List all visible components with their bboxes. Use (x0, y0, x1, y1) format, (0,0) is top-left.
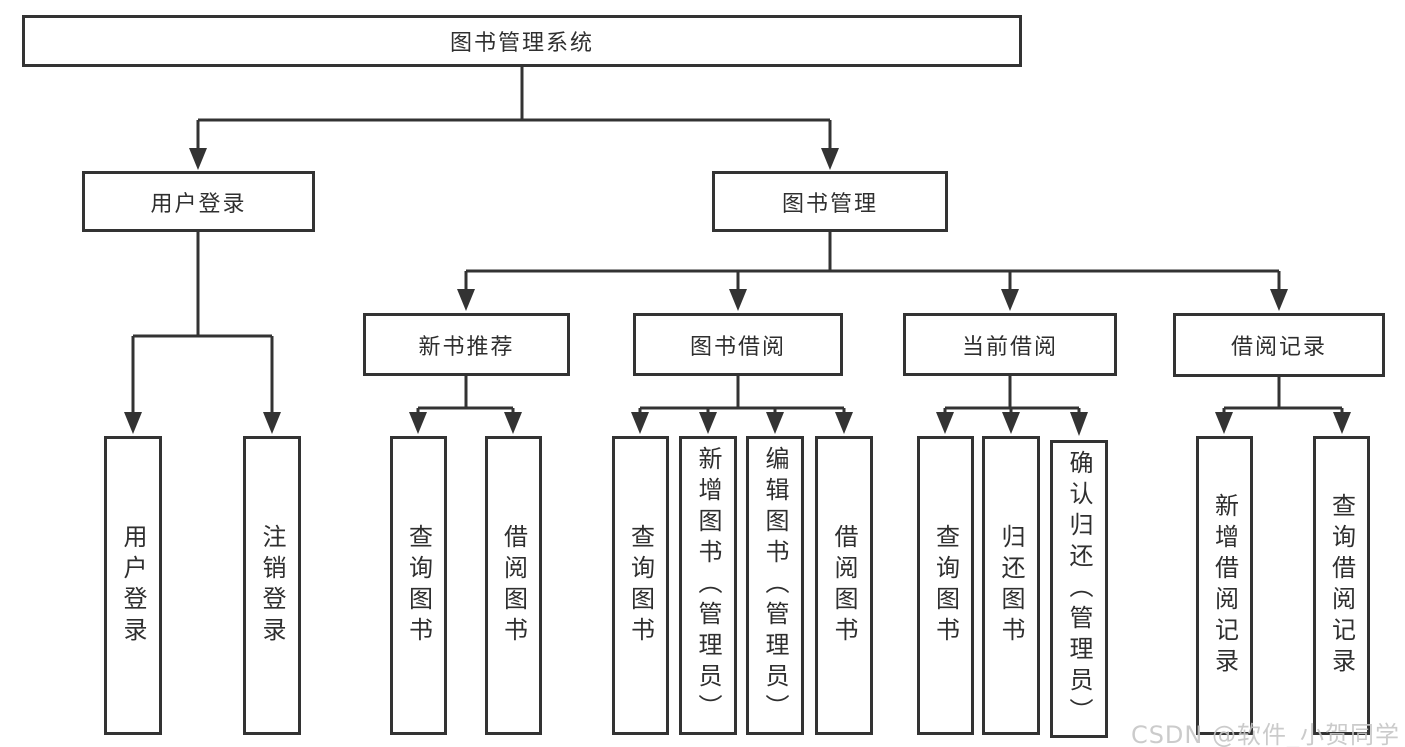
leaf-return-books: 归还图书 (982, 436, 1040, 735)
leaf-borrow-books-recommend: 借阅图书 (485, 436, 542, 735)
connector-book-management-to-level3 (457, 232, 1288, 311)
node-book-borrowing: 图书借阅 (633, 313, 843, 376)
leaf-add-books-admin: 新增图书（管理员） (679, 436, 737, 735)
leaf-query-books-current: 查询图书 (917, 436, 974, 735)
connector-new-book-to-leaves (409, 376, 522, 434)
leaf-confirm-return-admin: 确认归还（管理员） (1050, 440, 1108, 738)
leaf-add-borrow-record: 新增借阅记录 (1196, 436, 1253, 735)
connector-current-borrow-to-leaves (936, 376, 1088, 436)
node-root-system: 图书管理系统 (22, 15, 1022, 67)
node-borrowing-records: 借阅记录 (1173, 313, 1385, 377)
leaf-borrow-books-borrowing: 借阅图书 (815, 436, 873, 735)
leaf-query-books-recommend: 查询图书 (390, 436, 447, 735)
leaf-query-books-borrowing: 查询图书 (612, 436, 669, 735)
leaf-user-login: 用户登录 (104, 436, 162, 735)
node-new-book-recommendation: 新书推荐 (363, 313, 570, 376)
node-book-management: 图书管理 (712, 171, 948, 232)
connector-user-login-to-leaves (124, 232, 281, 434)
connector-book-borrow-to-leaves (631, 376, 853, 434)
leaf-query-borrow-record: 查询借阅记录 (1313, 436, 1370, 735)
csdn-watermark: CSDN @软件_小贺同学 (1130, 721, 1400, 747)
connector-root-to-level2 (189, 67, 839, 170)
leaf-edit-books-admin: 编辑图书（管理员） (746, 436, 804, 735)
node-current-borrowing: 当前借阅 (903, 313, 1117, 376)
leaf-logout: 注销登录 (243, 436, 301, 735)
node-user-login: 用户登录 (82, 171, 315, 232)
connector-borrow-records-to-leaves (1215, 376, 1351, 434)
